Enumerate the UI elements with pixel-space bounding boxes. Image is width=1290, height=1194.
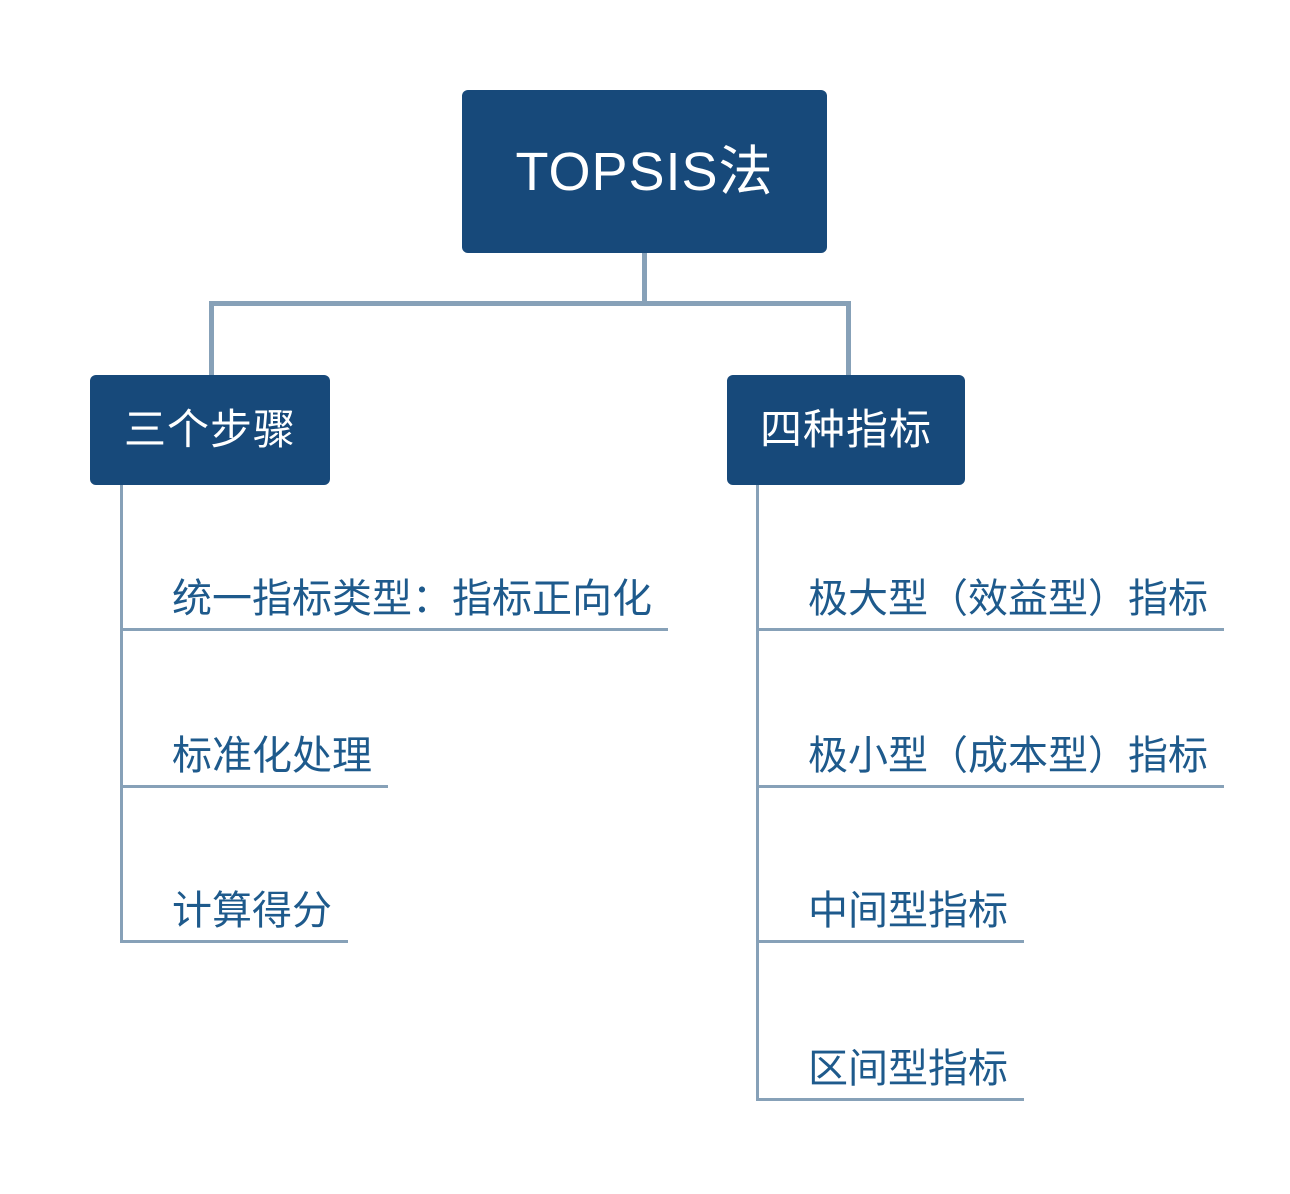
connector-branch-horizontal (209, 301, 851, 306)
root-node-label: TOPSIS法 (515, 141, 774, 202)
leaf-label: 中间型指标 (808, 889, 1008, 933)
leaf-item-benefit-indicator[interactable]: 极大型（效益型）指标 (756, 565, 1224, 631)
connector-drop-right (846, 301, 851, 375)
spine-left-branch (120, 485, 123, 943)
connector-root-stem (642, 253, 647, 306)
leaf-label: 计算得分 (172, 889, 332, 933)
connector-drop-left (209, 301, 214, 375)
leaf-item-normalize-direction[interactable]: 统一指标类型：指标正向化 (120, 565, 668, 631)
branch-node-steps-label: 三个步骤 (123, 406, 296, 453)
leaf-item-compute-score[interactable]: 计算得分 (120, 877, 348, 943)
leaf-label: 统一指标类型：指标正向化 (172, 577, 652, 621)
leaf-item-standardize[interactable]: 标准化处理 (120, 722, 388, 788)
leaf-item-intermediate-indicator[interactable]: 中间型指标 (756, 877, 1024, 943)
branch-node-indicators[interactable]: 四种指标 (727, 375, 965, 485)
leaf-label: 极小型（成本型）指标 (808, 734, 1208, 778)
leaf-item-cost-indicator[interactable]: 极小型（成本型）指标 (756, 722, 1224, 788)
spine-right-branch (756, 485, 759, 1101)
leaf-label: 标准化处理 (172, 734, 372, 778)
leaf-item-interval-indicator[interactable]: 区间型指标 (756, 1035, 1024, 1101)
leaf-label: 极大型（效益型）指标 (808, 577, 1208, 621)
branch-node-indicators-label: 四种指标 (759, 406, 932, 453)
root-node-topsis[interactable]: TOPSIS法 (462, 90, 827, 253)
branch-node-steps[interactable]: 三个步骤 (90, 375, 330, 485)
leaf-label: 区间型指标 (808, 1047, 1008, 1091)
